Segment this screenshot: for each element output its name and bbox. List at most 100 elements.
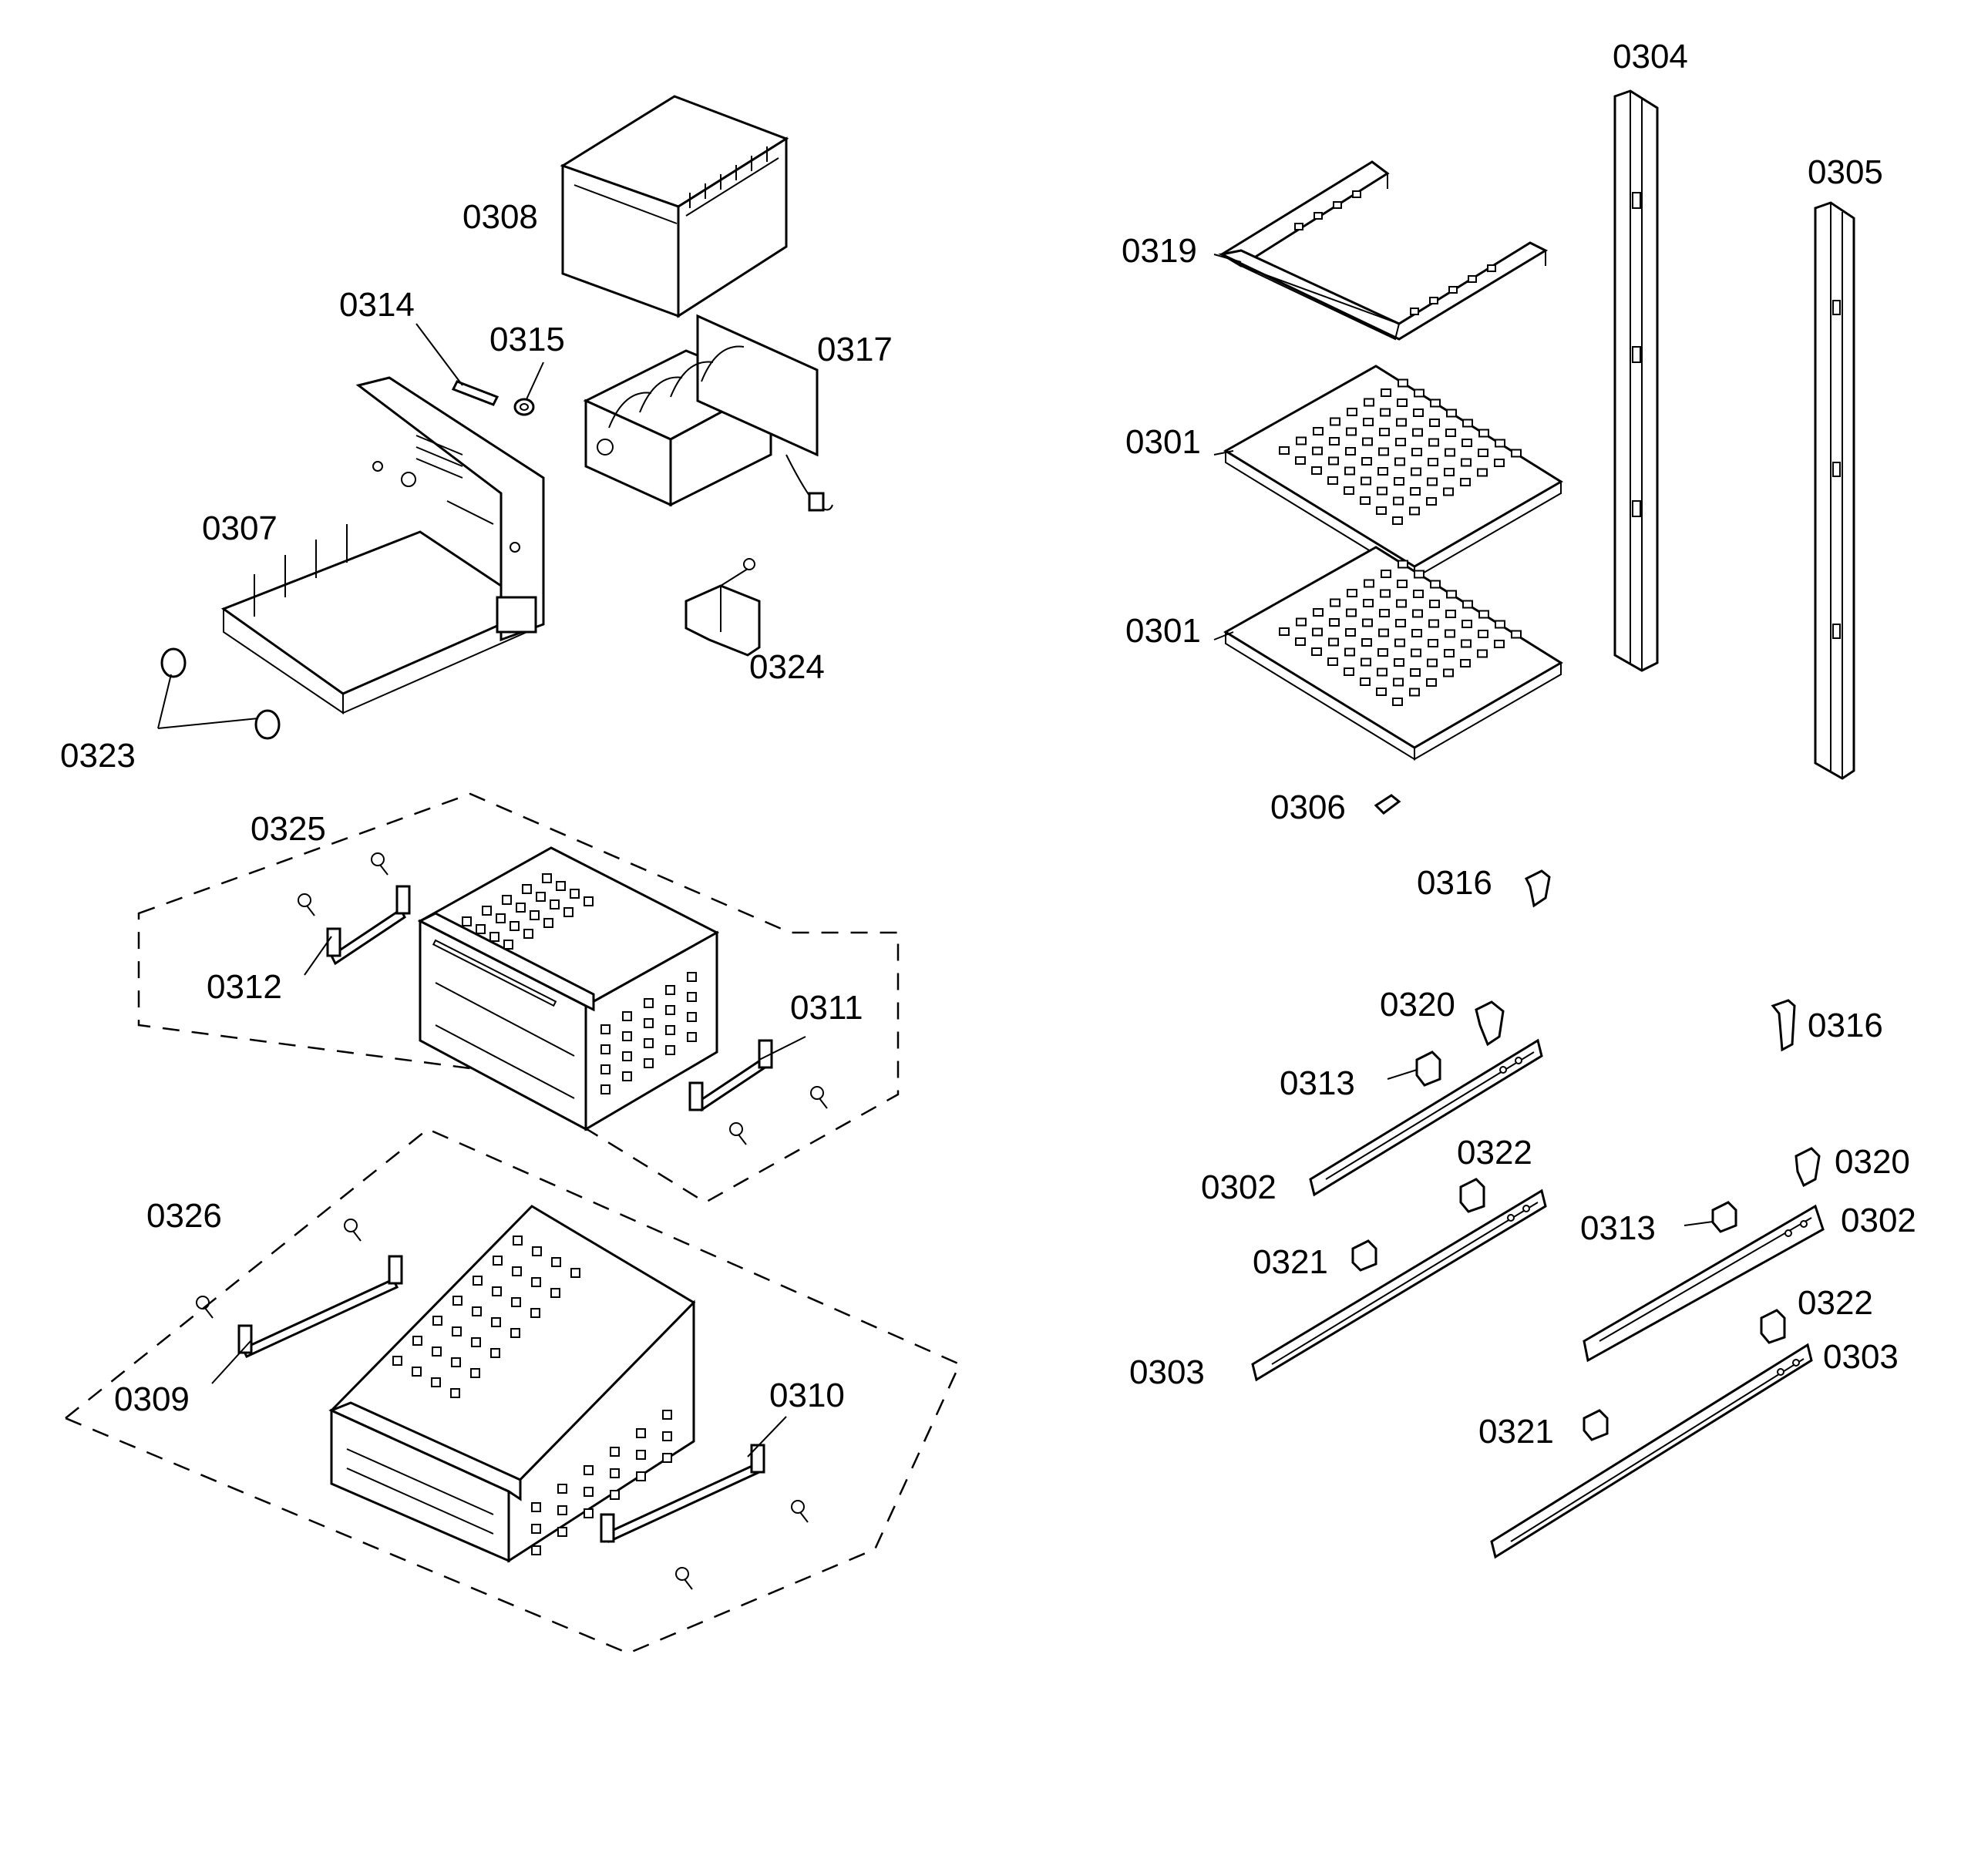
shelf-hole (1409, 506, 1420, 516)
shelf-hole (1411, 448, 1422, 456)
shelf-hole (1478, 610, 1489, 619)
shelf-hole (1392, 516, 1403, 525)
part-0313-clip-b (1711, 1201, 1737, 1233)
shelf-hole (1511, 630, 1522, 639)
shelf-hole (1327, 476, 1338, 485)
drawer-hole (472, 1306, 482, 1316)
label-0303-b: 0303 (1823, 1338, 1899, 1376)
shelf-hole (1460, 478, 1471, 486)
label-0304: 0304 (1613, 38, 1688, 76)
drawer-hole (470, 1368, 480, 1378)
drawer-hole (502, 895, 512, 905)
drawer-hole (452, 1326, 462, 1336)
label-0321-b: 0321 (1478, 1413, 1554, 1451)
drawer-hole (636, 1471, 646, 1481)
part-0325-drawer-assembly (137, 792, 900, 1204)
drawer-hole (610, 1490, 620, 1500)
shelf-frame-holes (1294, 190, 1496, 315)
drawer-hole (512, 1266, 522, 1276)
shelf-hole (1381, 388, 1391, 397)
shelf-hole (1328, 456, 1339, 466)
shelf-hole (1364, 579, 1374, 588)
drawer-hole (662, 1431, 672, 1441)
shelf-hole (1411, 629, 1422, 637)
label-0323: 0323 (60, 737, 136, 775)
shelf-hole (1376, 688, 1387, 696)
shelf-hole (1426, 497, 1437, 506)
shelf-hole (1462, 600, 1473, 609)
part-0306-clip (1374, 794, 1401, 815)
shelf-hole (1445, 429, 1456, 437)
drawer-hole (665, 1025, 675, 1035)
label-0313-b: 0313 (1580, 1209, 1656, 1247)
shelf-hole (1429, 600, 1440, 608)
shelf-hole (1362, 618, 1373, 627)
shelf-hole (1443, 668, 1454, 677)
drawer-hole (600, 1024, 610, 1034)
shelf-hole (1414, 388, 1424, 398)
part-0321-clip-a (1351, 1239, 1377, 1272)
shelf-hole (1394, 638, 1405, 647)
drawer-hole (530, 910, 540, 920)
drawer-hole (622, 1051, 632, 1061)
drawer-hole (600, 1084, 610, 1094)
drawer-hole (491, 1317, 501, 1327)
shelf-hole (1397, 580, 1408, 588)
drawer-hole (644, 1058, 654, 1068)
drawer-hole (412, 1367, 422, 1377)
drawer-hole (511, 1297, 521, 1307)
drawer-hole (551, 1257, 561, 1267)
drawer-hole (557, 1484, 567, 1494)
drawer-hole (531, 1545, 541, 1555)
label-0313-a: 0313 (1280, 1064, 1355, 1102)
shelf-hole (1313, 427, 1324, 435)
shelf-hole (1344, 466, 1355, 476)
label-0309: 0309 (114, 1380, 190, 1418)
part-0317-ice-maker (583, 314, 833, 512)
part-0304-rail (1613, 89, 1659, 672)
drawer-hole (556, 881, 566, 891)
label-0316-upper: 0316 (1417, 864, 1492, 902)
shelf-hole (1412, 428, 1423, 437)
drawer-hole (636, 1428, 646, 1438)
drawer-hole (550, 899, 560, 909)
shelf-hole (1380, 589, 1391, 598)
shelf-hole (1330, 598, 1340, 607)
label-0302-a: 0302 (1201, 1168, 1276, 1206)
leader-lines (157, 254, 1714, 1457)
shelf-hole (1360, 677, 1371, 686)
part-0303-slide-right (1490, 1343, 1813, 1559)
shelf-hole (1395, 438, 1406, 446)
shelf-hole (1398, 378, 1408, 388)
label-0314: 0314 (339, 286, 415, 324)
part-0324-bracket (684, 558, 761, 657)
drawer-hole (412, 1336, 422, 1346)
drawer-hole (510, 921, 520, 931)
drawer-hole (550, 1288, 560, 1298)
shelf-hole (1428, 619, 1439, 628)
part-0314-strip (451, 380, 500, 406)
label-0312: 0312 (207, 968, 282, 1006)
drawer-hole (503, 940, 513, 950)
drawer-hole (536, 892, 546, 902)
drawer-hole (513, 1236, 523, 1246)
shelf-hole (1443, 487, 1454, 496)
part-0302-slide-right (1583, 1204, 1825, 1363)
part-0316-clip-upper (1524, 869, 1551, 908)
shelf-hole (1376, 506, 1387, 515)
drawer-hole (471, 1337, 481, 1347)
shelf-hole (1311, 466, 1322, 475)
shelf-hole (1511, 449, 1522, 458)
drawer-hole (570, 1268, 580, 1278)
shelf-hole (1461, 458, 1472, 467)
drawer-hole (563, 907, 574, 917)
drawer-hole (516, 903, 526, 913)
label-0322-b: 0322 (1798, 1284, 1873, 1322)
label-0303-a: 0303 (1129, 1353, 1205, 1391)
shelf-hole (1362, 437, 1373, 446)
drawer-hole (644, 1018, 654, 1028)
part-0301-shelf-upper (1223, 365, 1563, 580)
drawer-hole (542, 873, 552, 883)
part-labels: 0304 0305 0308 0319 0314 0315 0317 0301 … (60, 38, 1916, 1451)
label-0308: 0308 (462, 198, 538, 236)
